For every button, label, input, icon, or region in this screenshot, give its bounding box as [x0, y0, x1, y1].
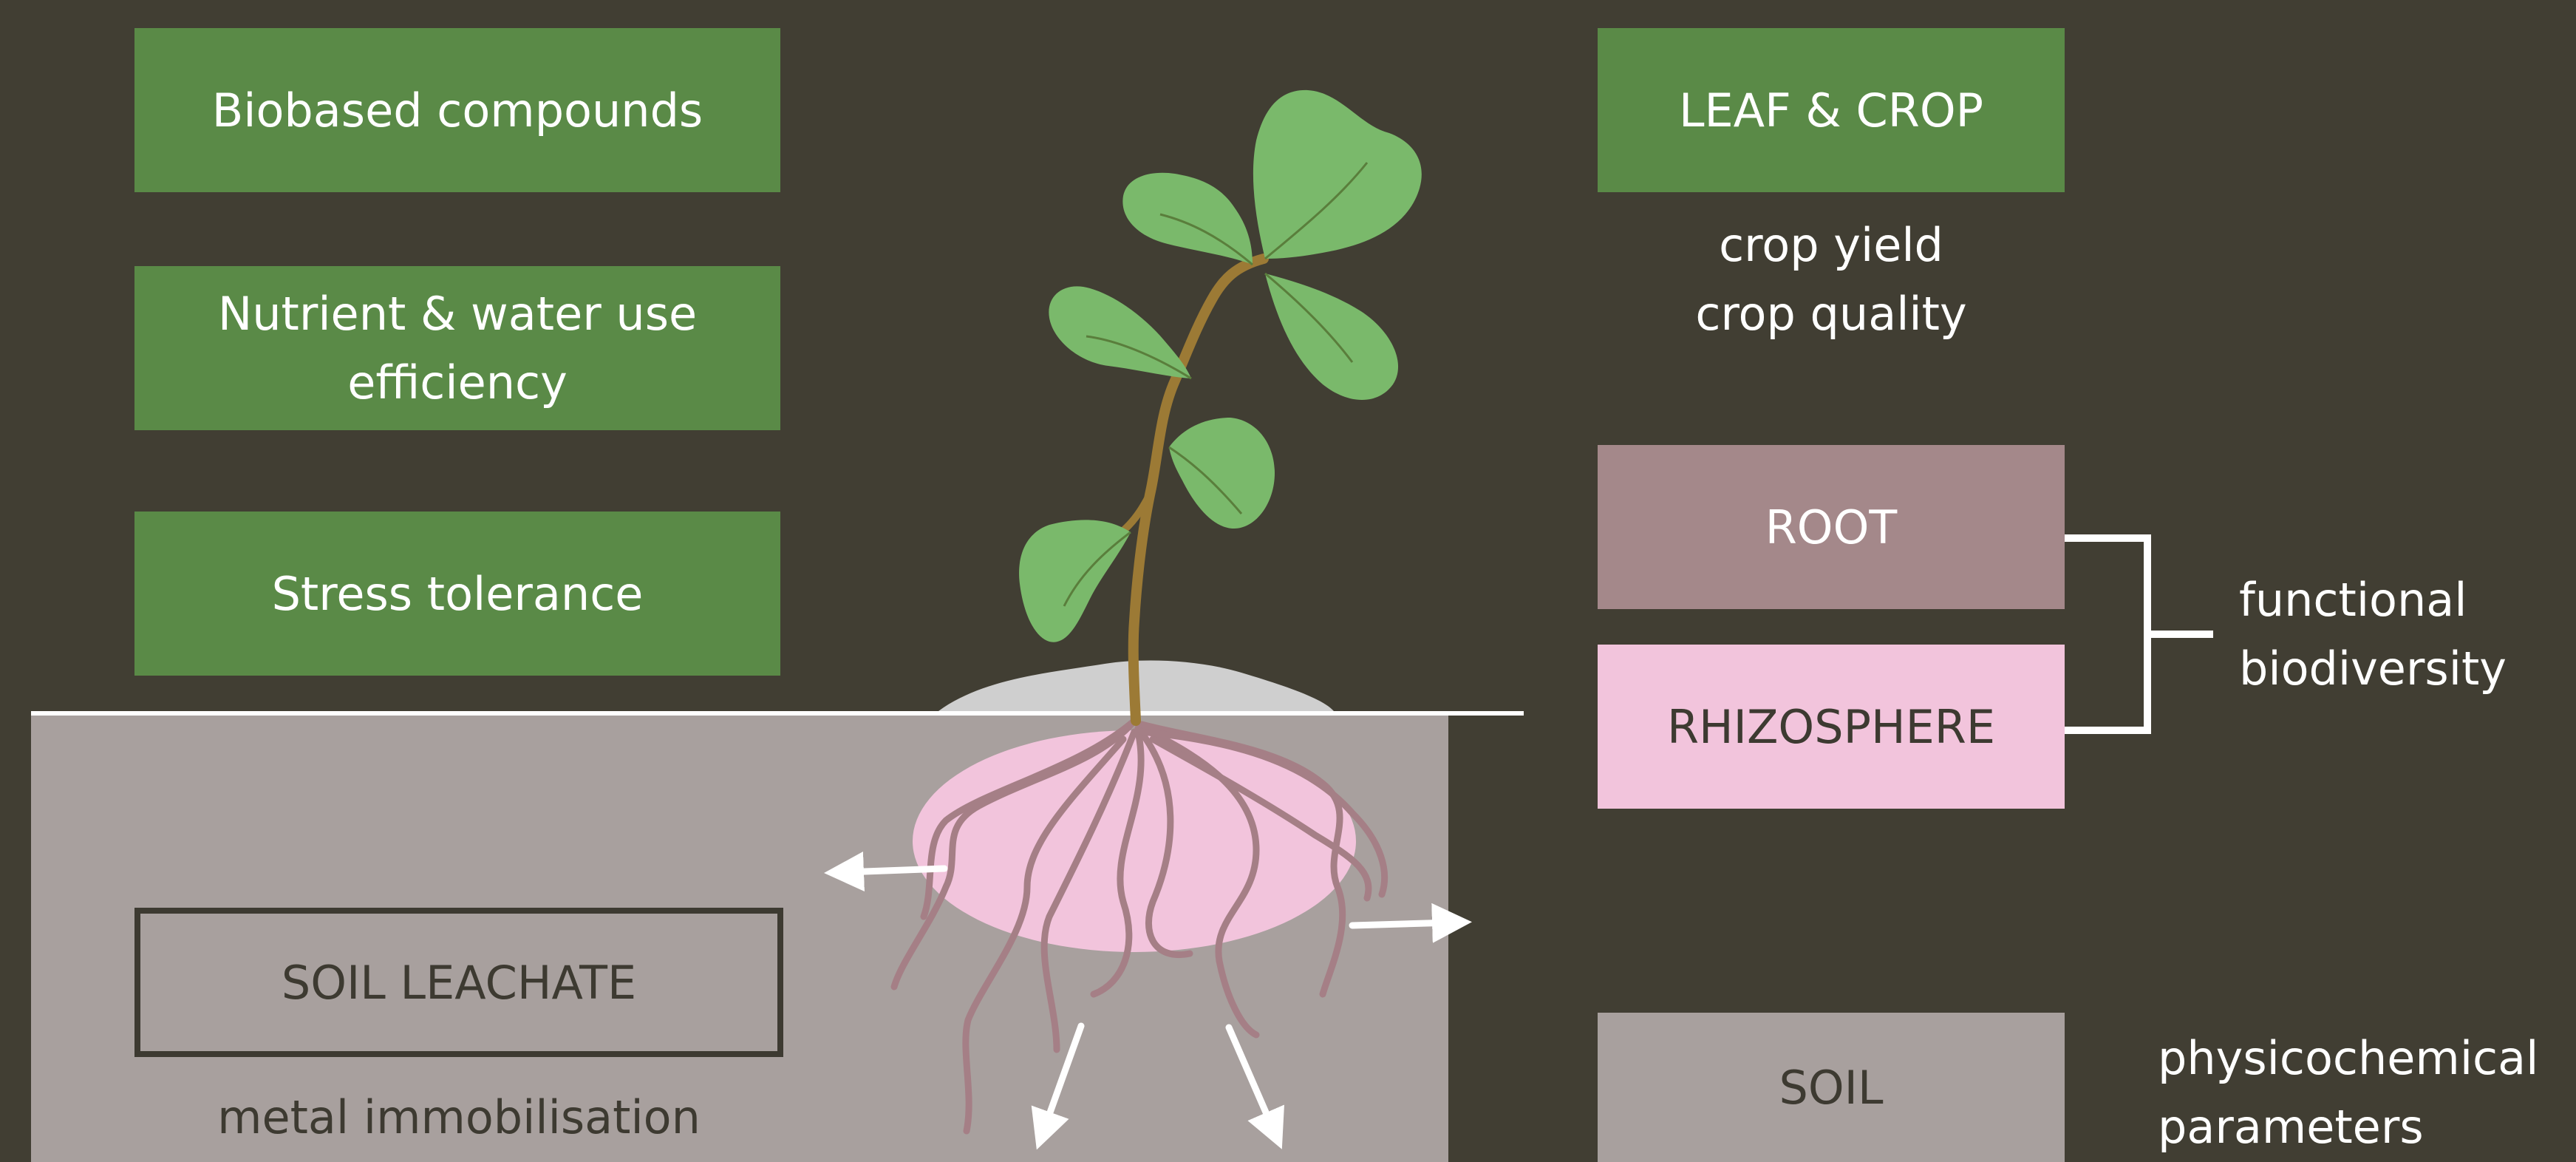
arrow-down-right — [1229, 1027, 1274, 1131]
plant-leaves — [1019, 90, 1422, 642]
arrow-left — [844, 869, 944, 872]
bracket-connector — [2065, 538, 2213, 730]
arrow-right — [1352, 923, 1452, 925]
arrow-down-left — [1043, 1026, 1081, 1131]
